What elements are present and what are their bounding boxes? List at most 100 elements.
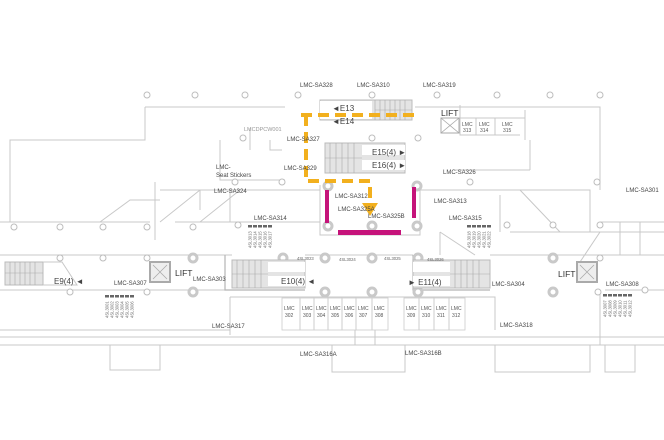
- locker-icon: [623, 294, 627, 297]
- locker-icon: [125, 295, 129, 298]
- room-number: 304: [317, 313, 326, 319]
- area-label: LMCDPCW001: [244, 127, 282, 133]
- escalator-e11[interactable]: [412, 259, 491, 289]
- escalator-label-e11: ► E11(4): [408, 278, 442, 287]
- locker-icon: [253, 225, 257, 228]
- room-label: LMC: [462, 122, 473, 128]
- walls: [0, 105, 664, 373]
- locker-label: 4SL3022: [487, 231, 492, 248]
- room-number: 306: [345, 313, 354, 319]
- room-number: 305: [331, 313, 340, 319]
- room-number: 315: [503, 128, 512, 134]
- locker-icon: [115, 295, 119, 298]
- locker-label: 4SL3012: [628, 300, 633, 317]
- area-label: LMC-SA316B: [405, 351, 442, 357]
- room-number: 308: [375, 313, 384, 319]
- area-label: LMC-SA317: [212, 324, 245, 330]
- locker-icon: [603, 294, 607, 297]
- room-label: LMC: [374, 306, 385, 312]
- locker-label: 4SL3017: [268, 231, 273, 248]
- area-label: LMC-SA303: [193, 277, 226, 283]
- escalator-e15-e16[interactable]: [324, 142, 406, 174]
- room-number: 309: [407, 313, 416, 319]
- locker-label: 4SL3024: [339, 257, 356, 262]
- area-label: LMC-SA329: [284, 166, 317, 172]
- locker-label: 4SL3006: [130, 301, 135, 318]
- area-labels: LMC-SA328 LMC-SA310 LMC-SA319 LMCDPCW001…: [114, 83, 659, 358]
- area-label: LMC-SA326: [443, 170, 476, 176]
- locker-label: 4SL3009: [613, 300, 618, 317]
- locker-label: 4SL3010: [618, 300, 623, 317]
- locker-icon: [110, 295, 114, 298]
- room-cell[interactable]: [371, 297, 389, 331]
- locker-label: 4SL3013: [248, 231, 253, 248]
- locker-icon: [487, 225, 491, 228]
- lift-right[interactable]: [576, 261, 598, 283]
- highlight-bar-bottom: [338, 230, 401, 235]
- locker-label: 4SL3019: [472, 231, 477, 248]
- locker-label: 4SL3002: [110, 301, 115, 318]
- escalator-e9[interactable]: [4, 261, 78, 286]
- room-label: LMC: [436, 306, 447, 312]
- room-label: LMC: [344, 306, 355, 312]
- locker-label: 4SL3020: [477, 231, 482, 248]
- area-label: LMC-SA314: [254, 216, 287, 222]
- top-rooms: LMC 313 LMC 314 LMC 315: [459, 118, 520, 136]
- room-label: LMC: [302, 306, 313, 312]
- area-label: LMC-SA313: [434, 199, 467, 205]
- locker-label: 4SL3026: [427, 257, 444, 262]
- locker-label: 4SL3025: [384, 256, 401, 261]
- area-label: LMC-SA310: [357, 83, 390, 89]
- escalator-label-e10: E10(4) ◄: [281, 277, 315, 286]
- bottom-rooms: LMC302LMC303LMC304LMC305LMC306LMC307LMC3…: [281, 297, 466, 331]
- locker-label: 4SL3004: [120, 301, 125, 318]
- columns: [10, 91, 649, 298]
- area-label: LMC-SA328: [300, 83, 333, 89]
- locker-icon: [130, 295, 134, 298]
- locker-label: 4SL3016: [263, 231, 268, 248]
- lift-label-right: LIFT: [558, 269, 575, 279]
- room-label: LMC: [358, 306, 369, 312]
- lift-left[interactable]: [149, 261, 171, 283]
- locker-icon: [477, 225, 481, 228]
- escalator-label-e9: E9(4) ◄: [54, 277, 84, 286]
- locker-icon: [263, 225, 267, 228]
- area-label: LMC-SA312: [335, 194, 368, 200]
- room-label: LMC: [330, 306, 341, 312]
- room-cell[interactable]: [448, 297, 466, 331]
- lift-label-top: LIFT: [441, 108, 458, 118]
- room-number: 307: [359, 313, 368, 319]
- locker-icon: [268, 225, 272, 228]
- escalator-label-e16: E16(4) ►: [372, 161, 406, 170]
- room-label: LMC: [502, 122, 513, 128]
- escalator-label-e14: ◄E14: [332, 117, 355, 126]
- lift-top[interactable]: [440, 117, 460, 134]
- locker-label: 4SL3014: [253, 231, 258, 248]
- area-label: LMC-SA325A: [338, 207, 375, 213]
- room-number: 311: [437, 313, 445, 319]
- locker-label: 4SL3023: [297, 256, 314, 261]
- route-arrow-icon: [362, 203, 378, 216]
- area-label: LMC-SA316A: [300, 352, 337, 358]
- locker-icon: [482, 225, 486, 228]
- area-label: LMC-SA308: [606, 282, 639, 288]
- escalator-label-e15: E15(4) ►: [372, 148, 406, 157]
- locker-icon: [105, 295, 109, 298]
- locker-icon: [613, 294, 617, 297]
- room-number: 312: [452, 313, 461, 319]
- area-label: LMC-SA319: [423, 83, 456, 89]
- area-label: LMC-SA301: [626, 188, 659, 194]
- room-label: LMC: [316, 306, 327, 312]
- area-label: LMC-SA327: [287, 137, 320, 143]
- locker-label: 4SL3001: [105, 301, 110, 318]
- escalator-e10[interactable]: [231, 259, 306, 289]
- locker-icon: [248, 225, 252, 228]
- area-label: LMC-SA304: [492, 282, 525, 288]
- room-number: 303: [303, 313, 312, 319]
- locker-icon: [258, 225, 262, 228]
- locker-label: 4SL3003: [115, 301, 120, 318]
- lift-label-left: LIFT: [175, 268, 192, 278]
- locker-label: 4SL3007: [603, 300, 608, 317]
